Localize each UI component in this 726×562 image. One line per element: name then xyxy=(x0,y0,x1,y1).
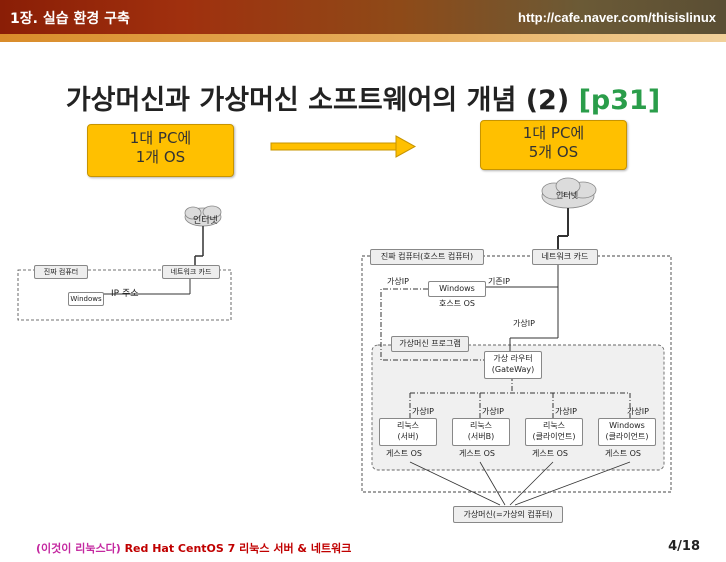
router-line1: 가상 라우터 xyxy=(493,354,533,363)
router-line2: (GateWay) xyxy=(491,365,535,374)
guest-os-label: 게스트 OS xyxy=(386,449,422,458)
vm-caption: 가상머신(=가상의 컴퓨터) xyxy=(453,506,563,523)
right-cloud-icon xyxy=(541,177,597,209)
left-box-line1: 1대 PC에 xyxy=(129,129,192,147)
guest-line2: (서버) xyxy=(397,432,419,441)
footer-part1: (이것이 리눅스다) xyxy=(36,542,121,555)
left-nic: 네트워크 카드 xyxy=(162,265,220,279)
vm-program-label: 가상머신 프로그램 xyxy=(391,336,469,352)
chapter-title: 1장. 실습 환경 구축 xyxy=(10,11,130,27)
slide-title-text: 가상머신과 가상머신 소프트웨어의 개념 (2) xyxy=(65,85,570,116)
guest-os-label: 게스트 OS xyxy=(532,449,568,458)
right-box-line1: 1대 PC에 xyxy=(522,124,585,142)
guest-line1: 리눅스 xyxy=(469,421,493,430)
right-cloud-label: 인터넷 xyxy=(556,191,579,200)
host-virtual-ip-label: 가상IP xyxy=(387,277,409,286)
router-virtual-ip-label: 가상IP xyxy=(513,319,535,328)
guest-linux-server: 리눅스 (서버) xyxy=(379,418,437,446)
right-arrow-icon xyxy=(270,135,417,158)
header-band xyxy=(0,0,726,34)
vm-program-frame xyxy=(371,344,665,471)
guest-ip-label: 가상IP xyxy=(627,407,649,416)
host-computer-label: 진짜 컴퓨터(호스트 컴퓨터) xyxy=(370,249,484,265)
header-url[interactable]: http://cafe.naver.com/thisislinux xyxy=(518,10,716,25)
guest-line1: 리눅스 xyxy=(396,421,420,430)
right-box-line2: 5개 OS xyxy=(528,143,579,161)
host-os-label: 호스트 OS xyxy=(439,299,475,308)
guest-linux-client: 리눅스 (클라이언트) xyxy=(525,418,583,446)
one-pc-five-os-box: 1대 PC에 5개 OS xyxy=(480,120,627,170)
virtual-router: 가상 라우터 (GateWay) xyxy=(484,351,542,379)
guest-ip-label: 가상IP xyxy=(412,407,434,416)
one-pc-one-os-box: 1대 PC에 1개 OS xyxy=(87,124,234,177)
guest-line2: (클라이언트) xyxy=(532,432,576,441)
left-cloud-icon xyxy=(184,205,222,227)
header-bar: 1장. 실습 환경 구축 http://cafe.naver.com/thisi… xyxy=(0,0,726,46)
right-nic: 네트워크 카드 xyxy=(532,249,598,265)
slide-title: 가상머신과 가상머신 소프트웨어의 개념 (2) [p31] xyxy=(0,78,726,117)
guest-os-label: 게스트 OS xyxy=(605,449,641,458)
guest-os-label: 게스트 OS xyxy=(459,449,495,458)
page-reference: [p31] xyxy=(578,85,661,116)
footer-part2: Red Hat CentOS 7 xyxy=(124,542,236,555)
host-computer-frame xyxy=(361,255,672,493)
host-windows: Windows xyxy=(428,281,486,297)
guest-ip-label: 가상IP xyxy=(555,407,577,416)
left-cloud-label: 인터넷 xyxy=(193,216,218,226)
footer-book-title: (이것이 리눅스다) Red Hat CentOS 7 리눅스 서버 & 네트워… xyxy=(36,540,351,556)
left-windows: Windows xyxy=(68,292,104,306)
guest-windows-client: Windows (클라이언트) xyxy=(598,418,656,446)
header-accent-line xyxy=(0,34,726,42)
left-ip-label: IP 주소 xyxy=(111,289,139,299)
guest-line2: (클라이언트) xyxy=(605,432,649,441)
guest-line2: (서버B) xyxy=(467,432,495,441)
guest-line1: Windows xyxy=(609,421,645,430)
footer-part3: 리눅스 서버 & 네트워크 xyxy=(239,542,352,555)
guest-line1: 리눅스 xyxy=(542,421,566,430)
existing-ip-label: 기존IP xyxy=(488,277,510,286)
left-real-pc-frame xyxy=(17,269,232,321)
page-number: 4/18 xyxy=(668,539,700,554)
guest-linux-server-b: 리눅스 (서버B) xyxy=(452,418,510,446)
left-real-pc-label: 진짜 컴퓨터 xyxy=(34,265,88,279)
guest-ip-label: 가상IP xyxy=(482,407,504,416)
left-box-line2: 1개 OS xyxy=(135,148,186,166)
